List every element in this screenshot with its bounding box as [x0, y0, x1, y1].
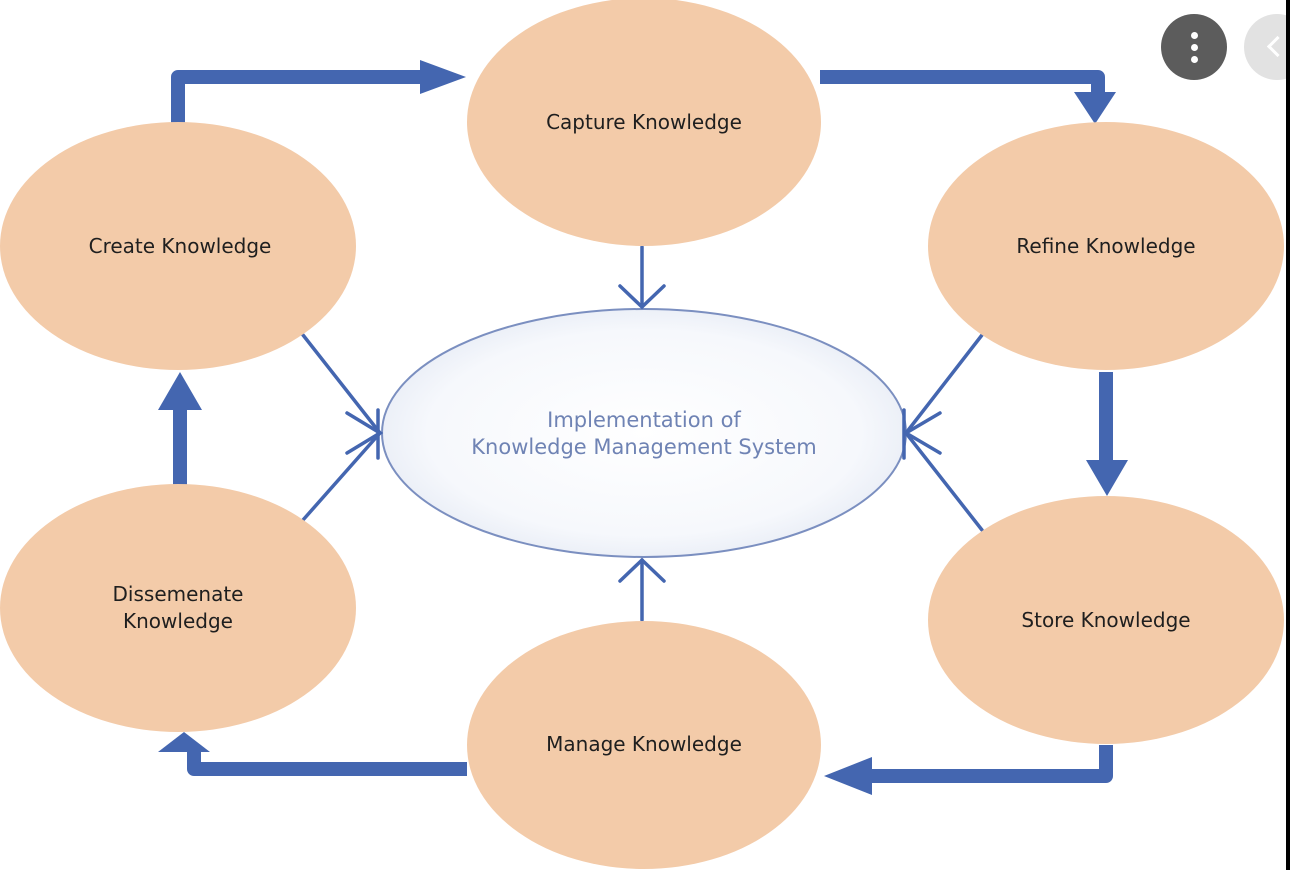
- arrowhead-left: [824, 757, 872, 795]
- node-manage: [467, 621, 821, 869]
- more-vert-icon-dot: [1190, 55, 1198, 63]
- center-connectors: [301, 245, 984, 622]
- arrowhead-up: [158, 372, 202, 410]
- more-vert-icon: [1190, 31, 1198, 39]
- center-label-line2: Knowledge Management System: [471, 435, 816, 459]
- chevron-left-icon: [1266, 35, 1289, 58]
- previous-button[interactable]: [1244, 14, 1290, 80]
- arrowhead-up: [158, 732, 210, 752]
- arrowhead-left-center: [345, 411, 384, 455]
- arrowhead-down: [1074, 92, 1116, 124]
- connector-manage-to-dissemenate: [187, 752, 467, 776]
- window-edge: [1286, 0, 1290, 870]
- arrow-create-to-center: [301, 333, 382, 435]
- node-create: [0, 122, 356, 370]
- cycle-arrowheads: [158, 60, 1128, 795]
- label-create: Create Knowledge: [89, 234, 272, 258]
- arrowhead-capture-to-center: [618, 284, 666, 310]
- node-store: [928, 496, 1284, 744]
- label-store: Store Knowledge: [1021, 608, 1190, 632]
- label-dissemenate-line1: Dissemenate: [113, 582, 244, 606]
- more-vert-icon-dot: [1190, 43, 1198, 51]
- label-capture: Capture Knowledge: [546, 110, 742, 134]
- label-refine: Refine Knowledge: [1016, 234, 1195, 258]
- arrow-dissemenate-to-center: [301, 431, 382, 522]
- connector-capture-to-refine: [820, 70, 1105, 95]
- node-refine: [928, 122, 1284, 370]
- node-dissemenate: [0, 484, 356, 732]
- arrowhead-down: [1086, 460, 1128, 496]
- connector-create-to-capture: [171, 70, 428, 125]
- arrowhead-right: [420, 60, 466, 94]
- arrowhead-right-center: [902, 411, 942, 455]
- center-label-line1: Implementation of: [547, 408, 741, 432]
- label-dissemenate-line2: Knowledge: [123, 609, 233, 633]
- cycle-connectors: [171, 70, 1113, 783]
- label-manage: Manage Knowledge: [546, 732, 742, 756]
- node-capture: [467, 0, 821, 246]
- connector-store-to-manage: [870, 745, 1113, 783]
- center-ellipse: [381, 308, 907, 558]
- arrow-refine-to-center: [904, 333, 984, 435]
- more-options-button[interactable]: [1161, 14, 1227, 80]
- arrow-store-to-center: [904, 431, 984, 532]
- arrowhead-manage-to-center: [618, 557, 666, 583]
